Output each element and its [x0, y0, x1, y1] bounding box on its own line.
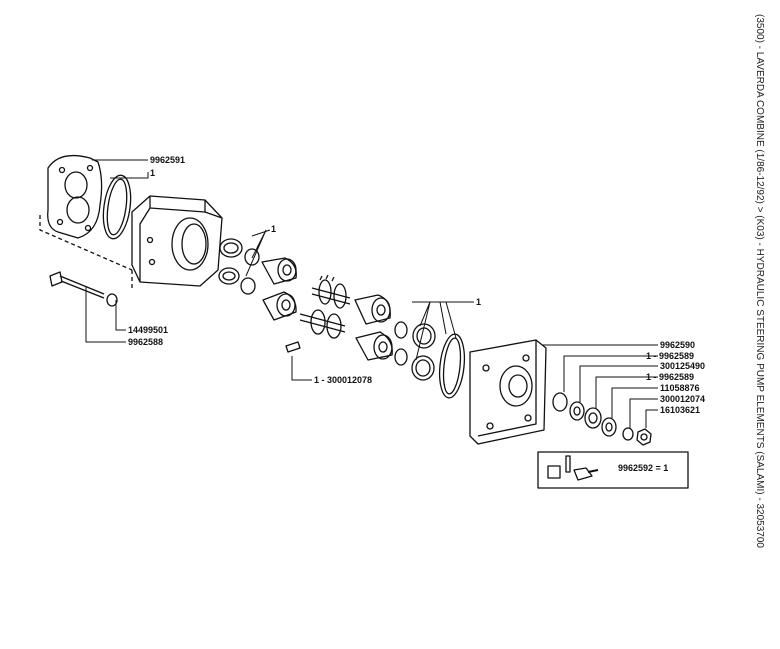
label-11058876: 11058876 — [660, 383, 700, 393]
woodruff-key — [285, 341, 301, 353]
cover-o-ring — [102, 174, 132, 240]
bolt — [49, 271, 118, 307]
rear-cover-plate — [47, 154, 103, 239]
label-300125490: 300125490 — [660, 361, 706, 371]
front-flange — [469, 339, 547, 445]
driven-gear — [299, 309, 346, 339]
label-seal-kit: 9962592 = 1 — [618, 463, 669, 473]
bushing-right-lower — [355, 331, 393, 361]
label-9962588: 9962588 — [128, 337, 164, 347]
label-9962589-b: 1 - 9962589 — [646, 372, 695, 382]
pump-body — [131, 195, 223, 287]
label-9962590: 9962590 — [660, 340, 696, 350]
shaft-seal-1 — [552, 392, 568, 412]
bushing-right-upper — [354, 294, 391, 325]
hex-nut — [636, 428, 652, 446]
bushing-upper — [261, 257, 297, 285]
label-16103621: 16103621 — [660, 405, 701, 415]
label-1-top: 1 — [150, 168, 156, 178]
label-300012078: 1 - 300012078 — [314, 375, 373, 385]
label-9962589-a: 1 - 9962589 — [646, 351, 695, 361]
label-1-seals-right: 1 — [476, 297, 482, 307]
drive-gear-shaft — [311, 274, 351, 309]
seal-kit-box — [537, 451, 689, 489]
bushing-lower — [262, 291, 297, 321]
label-1-seals-left: 1 — [271, 224, 277, 234]
front-o-ring — [438, 333, 466, 399]
label-9962591: 9962591 — [150, 155, 186, 165]
label-300012074: 300012074 — [660, 394, 706, 404]
label-14499501: 14499501 — [128, 325, 169, 335]
